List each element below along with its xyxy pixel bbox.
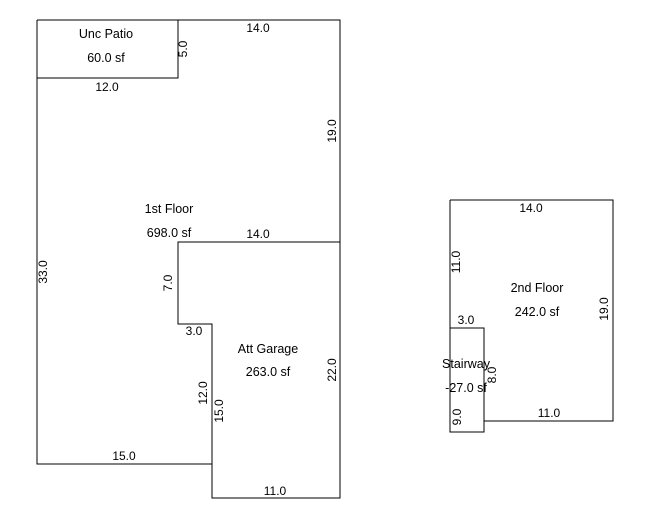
dim-garage-inner-side: 12.0 — [196, 381, 210, 405]
dim-garage-bottom: 11.0 — [264, 484, 287, 498]
area-name-unc-patio: Unc Patio — [79, 27, 133, 41]
dim-patio-side: 5.0 — [176, 40, 190, 57]
dim-first-floor-top: 14.0 — [246, 21, 270, 35]
dim-second-floor-bottom: 11.0 — [538, 406, 561, 420]
area-name-second-floor: 2nd Floor — [511, 281, 564, 295]
area-size-second-floor: 242.0 sf — [515, 305, 560, 319]
dim-second-floor-top: 14.0 — [519, 201, 543, 215]
dim-garage-notch-top: 3.0 — [186, 324, 203, 338]
garage-outline — [177, 241, 341, 499]
area-size-unc-patio: 60.0 sf — [87, 51, 125, 65]
area-size-stairway: -27.0 sf — [445, 381, 487, 395]
area-size-first-floor: 698.0 sf — [147, 226, 192, 240]
dim-garage-top: 14.0 — [246, 227, 270, 241]
dim-stair-left: 9.0 — [450, 408, 464, 425]
dim-garage-right: 22.0 — [325, 358, 339, 382]
area-size-att-garage: 263.0 sf — [246, 365, 291, 379]
dim-stair-right: 8.0 — [485, 366, 499, 383]
dim-first-floor-left: 33.0 — [36, 260, 50, 284]
stairway-outline — [449, 327, 485, 433]
dim-patio-bottom: 12.0 — [95, 80, 119, 94]
dim-first-floor-bottom: 15.0 — [112, 449, 136, 463]
area-name-stairway: Stairway — [442, 357, 491, 371]
first-floor-outline — [36, 19, 341, 465]
dim-first-floor-right: 19.0 — [325, 119, 339, 143]
patio-outline — [37, 20, 179, 79]
dim-second-floor-right: 19.0 — [597, 297, 611, 321]
second-floor-outline — [449, 199, 614, 422]
area-name-first-floor: 1st Floor — [145, 202, 194, 216]
dim-garage-lower-side: 15.0 — [212, 399, 226, 423]
area-name-att-garage: Att Garage — [238, 342, 298, 356]
dim-stair-top: 3.0 — [458, 313, 475, 327]
dim-garage-notch-side: 7.0 — [161, 274, 175, 291]
dim-second-floor-left: 11.0 — [449, 250, 463, 273]
